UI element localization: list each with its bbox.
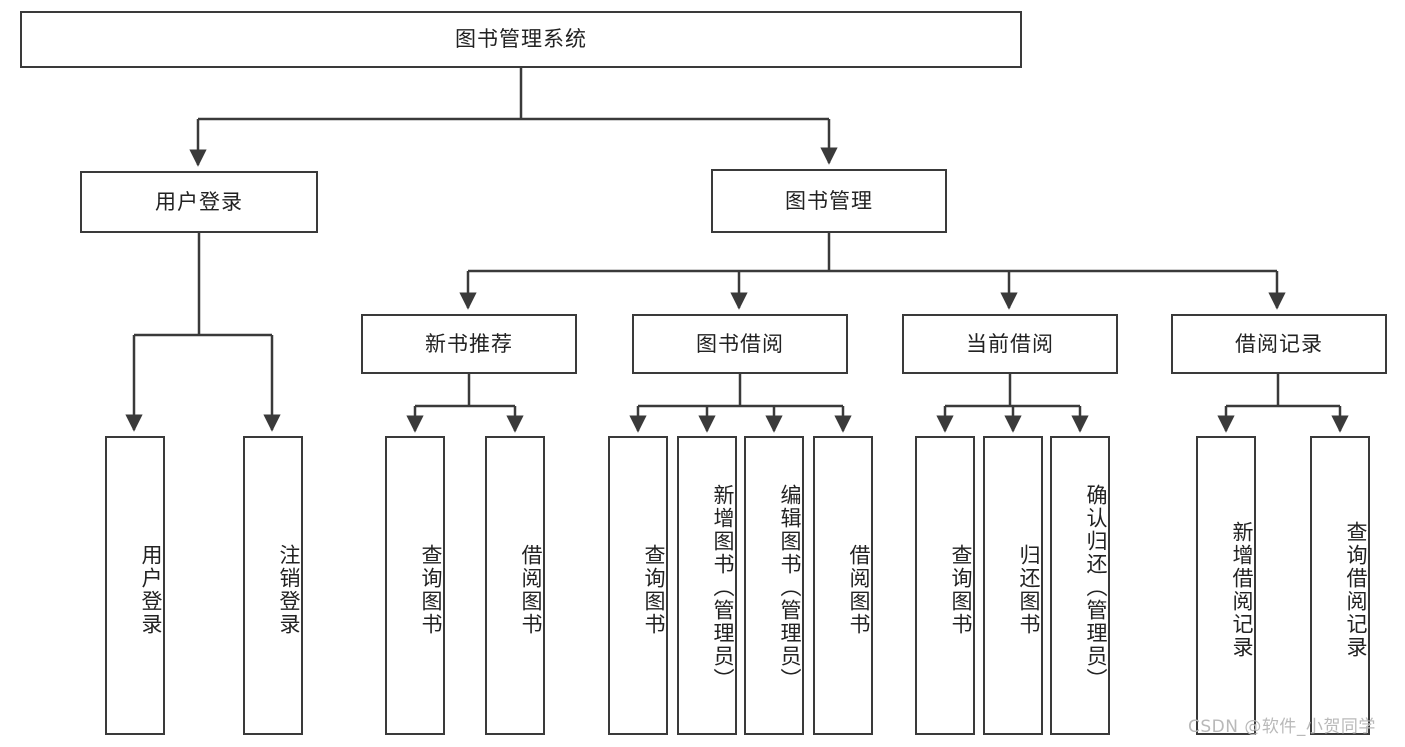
node-new-book-recommend[interactable]: 新书推荐 bbox=[361, 314, 577, 374]
node-root[interactable]: 图书管理系统 bbox=[20, 11, 1022, 68]
leaf-query-record-label: 查询借阅记录 bbox=[1344, 520, 1368, 659]
leaf-borrow-book-1[interactable]: 借阅图书 bbox=[485, 436, 545, 735]
leaf-user-login[interactable]: 用户登录 bbox=[105, 436, 165, 735]
node-borrow-record[interactable]: 借阅记录 bbox=[1171, 314, 1387, 374]
leaf-return-book[interactable]: 归还图书 bbox=[983, 436, 1043, 735]
leaf-add-book-label: 新增图书（管理员） bbox=[711, 483, 735, 691]
node-new-book-recommend-label: 新书推荐 bbox=[425, 331, 513, 356]
node-book-manage[interactable]: 图书管理 bbox=[711, 169, 947, 233]
node-user-login[interactable]: 用户登录 bbox=[80, 171, 318, 233]
leaf-query-book-1-label: 查询图书 bbox=[419, 543, 443, 636]
csdn-watermark: CSDN @软件_小贺同学 bbox=[1188, 717, 1376, 737]
leaf-confirm-return[interactable]: 确认归还（管理员） bbox=[1050, 436, 1110, 735]
leaf-borrow-book-2[interactable]: 借阅图书 bbox=[813, 436, 873, 735]
leaf-return-book-label: 归还图书 bbox=[1017, 543, 1041, 636]
node-current-borrow[interactable]: 当前借阅 bbox=[902, 314, 1118, 374]
leaf-add-book[interactable]: 新增图书（管理员） bbox=[677, 436, 737, 735]
leaf-query-book-3-label: 查询图书 bbox=[949, 543, 973, 636]
leaf-edit-book-label: 编辑图书（管理员） bbox=[778, 483, 802, 691]
leaf-logout[interactable]: 注销登录 bbox=[243, 436, 303, 735]
leaf-query-record[interactable]: 查询借阅记录 bbox=[1310, 436, 1370, 735]
leaf-query-book-2-label: 查询图书 bbox=[642, 543, 666, 636]
node-book-borrow[interactable]: 图书借阅 bbox=[632, 314, 848, 374]
leaf-confirm-return-label: 确认归还（管理员） bbox=[1084, 483, 1108, 691]
leaf-add-record[interactable]: 新增借阅记录 bbox=[1196, 436, 1256, 735]
leaf-edit-book[interactable]: 编辑图书（管理员） bbox=[744, 436, 804, 735]
node-user-login-label: 用户登录 bbox=[155, 189, 243, 214]
leaf-user-login-label: 用户登录 bbox=[139, 543, 163, 636]
leaf-add-record-label: 新增借阅记录 bbox=[1230, 520, 1254, 659]
node-current-borrow-label: 当前借阅 bbox=[966, 331, 1054, 356]
node-borrow-record-label: 借阅记录 bbox=[1235, 331, 1323, 356]
leaf-query-book-2[interactable]: 查询图书 bbox=[608, 436, 668, 735]
leaf-query-book-1[interactable]: 查询图书 bbox=[385, 436, 445, 735]
leaf-logout-label: 注销登录 bbox=[277, 543, 301, 636]
leaf-borrow-book-1-label: 借阅图书 bbox=[519, 543, 543, 636]
node-root-label: 图书管理系统 bbox=[455, 27, 587, 52]
node-book-borrow-label: 图书借阅 bbox=[696, 331, 784, 356]
leaf-borrow-book-2-label: 借阅图书 bbox=[847, 543, 871, 636]
leaf-query-book-3[interactable]: 查询图书 bbox=[915, 436, 975, 735]
node-book-manage-label: 图书管理 bbox=[785, 188, 873, 213]
